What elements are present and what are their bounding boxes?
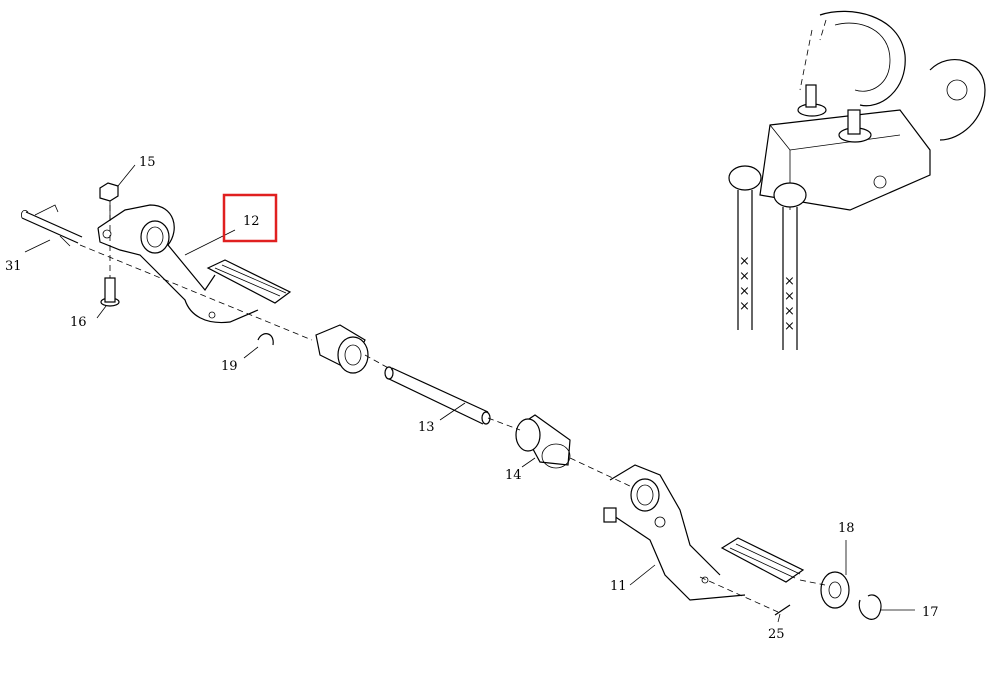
assembly-axis-lines	[79, 205, 826, 613]
svg-text:×: ×	[784, 304, 795, 319]
label-15[interactable]: 15	[139, 155, 156, 170]
svg-text:×: ×	[784, 289, 795, 304]
label-18[interactable]: 18	[838, 521, 855, 536]
label-31[interactable]: 31	[5, 259, 22, 274]
part-17-snap-ring	[858, 594, 915, 620]
part-18-washer	[820, 540, 850, 609]
bushing-upper	[315, 324, 369, 374]
part-11-pedal	[603, 464, 805, 601]
label-16[interactable]: 16	[70, 315, 87, 330]
highlight-box	[222, 193, 278, 243]
part-16-bolt	[96, 277, 120, 319]
label-25[interactable]: 25	[768, 627, 785, 642]
valve-block-assembly: × × × × × × × ×	[728, 10, 986, 350]
part-14-bushing	[515, 414, 571, 469]
part-13-shaft	[384, 366, 491, 425]
svg-text:×: ×	[739, 284, 750, 299]
part-25-pin	[774, 604, 791, 623]
svg-text:×: ×	[784, 319, 795, 334]
label-19[interactable]: 19	[221, 359, 238, 374]
svg-text:×: ×	[739, 299, 750, 314]
label-12[interactable]: 12	[243, 214, 260, 229]
label-13[interactable]: 13	[418, 420, 435, 435]
svg-text:×: ×	[739, 254, 750, 269]
part-19-clip	[243, 333, 274, 359]
part-31-pin	[21, 204, 83, 253]
label-17[interactable]: 17	[922, 605, 939, 620]
part-12-pedal	[97, 204, 292, 324]
svg-text:×: ×	[784, 274, 795, 289]
svg-text:×: ×	[739, 269, 750, 284]
label-11[interactable]: 11	[610, 579, 627, 594]
part-15-nut	[99, 164, 136, 220]
label-14[interactable]: 14	[505, 468, 522, 483]
